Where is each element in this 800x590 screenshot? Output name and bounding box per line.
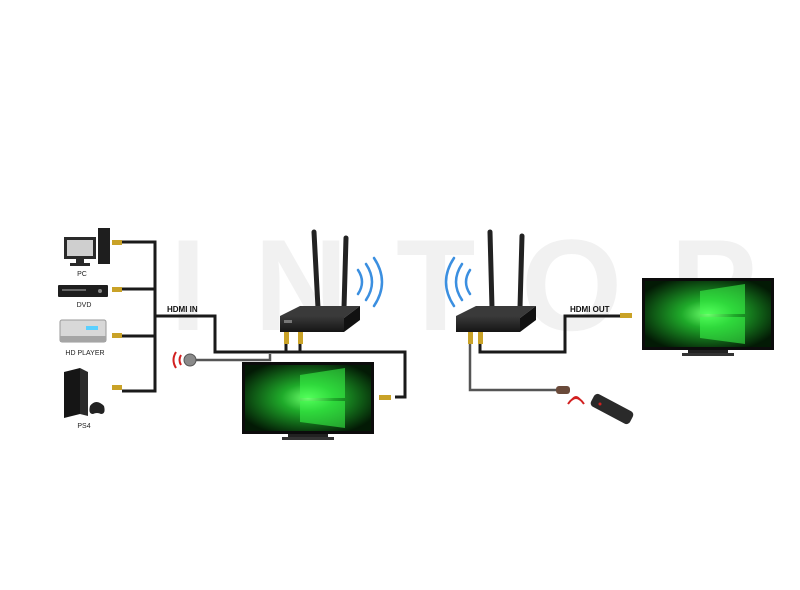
- source-label-hd-player: HD PLAYER: [65, 350, 104, 357]
- tx-tv-connector: [379, 395, 391, 400]
- wireless-receiver-icon: [456, 229, 536, 332]
- ir-emitter-icon: [556, 386, 570, 394]
- receiver-cables: [468, 314, 620, 392]
- source-connectors: [112, 240, 122, 390]
- hdmi-out-label: HDMI OUT: [570, 305, 610, 314]
- remote-control-icon: [567, 393, 634, 425]
- tx-monitor-icon: [242, 362, 374, 440]
- wifi-waves-rx: [444, 256, 472, 308]
- pc-icon: [64, 228, 110, 266]
- hdmi-in-label: HDMI IN: [167, 305, 198, 314]
- wireless-transmitter-icon: [280, 229, 360, 332]
- ps4-icon: [64, 368, 105, 418]
- source-cables: [122, 240, 407, 399]
- source-label-dvd: DVD: [77, 302, 92, 309]
- dvd-player-icon: [58, 285, 108, 297]
- source-label-pc: PC: [77, 271, 87, 278]
- rx-monitor-icon: [642, 278, 774, 356]
- source-label-ps4: PS4: [77, 423, 90, 430]
- rx-tv-connector: [620, 313, 632, 318]
- hd-player-icon: [59, 319, 107, 343]
- ir-sensor-icon: [172, 351, 272, 369]
- wifi-waves-tx: [356, 256, 384, 308]
- transmitter-cables: [284, 332, 303, 352]
